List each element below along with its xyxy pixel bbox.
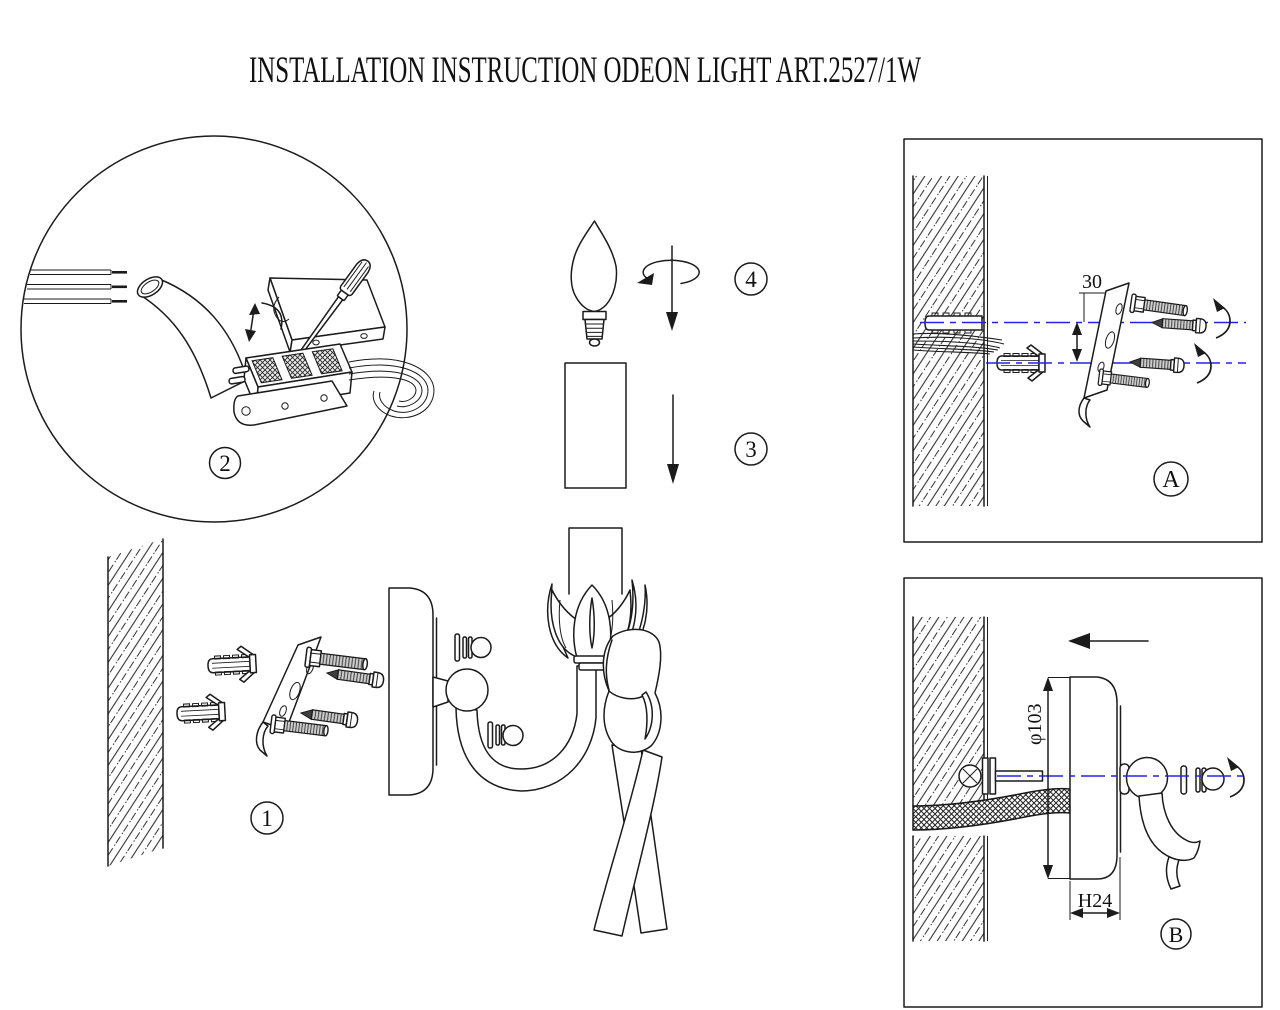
ribbon-bow [593,628,668,937]
backplate-side [1069,676,1122,880]
callout-step2: 2 [208,446,242,480]
step4-number: 4 [745,267,757,292]
lamp-arm [455,665,597,792]
screw-a-upper [1150,314,1208,335]
cover-pivot-arrow [245,302,283,342]
terminal-mounting-plate [233,380,348,426]
arm-neck [432,676,449,708]
terminal-cover [267,277,386,353]
step3-shade: 3 [564,362,768,489]
detail-circle-outline [20,135,408,523]
rotate-arrow-finial [1226,756,1245,798]
callout-step1: 1 [250,801,284,835]
insert-down-arrow [667,394,679,484]
detail-a-letter: A [1162,467,1180,493]
hex-bolt-a-upper [1129,293,1190,321]
callout-detail-b: B [1160,918,1192,950]
wall-anchor-lower [175,692,227,733]
callout-step4: 4 [734,262,768,296]
detail-panel-a: 30 A [903,138,1263,543]
dimension-depth: H24 [1069,857,1121,920]
panel-a-border [903,138,1263,543]
step2-number: 2 [219,451,231,476]
bracket-detail-a [1078,282,1130,428]
screw-a-lower [1128,354,1186,374]
dimension-diameter: φ103 [1024,677,1070,879]
rotate-arrow-a-upper [1212,297,1231,339]
detail-panel-b: φ103 H24 B [903,577,1263,1008]
supply-wires [912,332,1005,355]
mains-wires [24,269,127,304]
panel-b-border [903,577,1263,1008]
fixture-wires [348,358,435,419]
step1-mounting: 1 [107,538,386,867]
dimension-diameter-label: φ103 [1024,703,1046,745]
step4-bulb: 4 [570,220,768,347]
push-left-arrow [1068,633,1149,649]
callout-detail-a: A [1153,461,1189,497]
lamp-arm-tube [136,276,248,399]
screwdriver [300,259,371,352]
callout-step3: 3 [734,432,768,466]
step1-number: 1 [261,806,273,831]
dimension-depth-label: H24 [1078,890,1112,912]
ball-joint [445,668,489,712]
page-title: INSTALLATION INSTRUCTION ODEON LIGHT ART… [249,50,921,91]
wall-lamp-assembly [388,527,668,937]
rotate-insert-arrow [637,245,700,331]
wall-section [107,538,164,867]
dimension-bracket-offset: 30 [1072,271,1106,362]
finial-knob-lower [487,721,524,749]
detail-view-step2: 2 [20,135,435,523]
detail-b-letter: B [1169,922,1184,947]
finial-side [1180,765,1225,795]
backplate-front [388,587,438,796]
arm-side-broken [1138,792,1201,890]
step3-number: 3 [745,437,757,462]
dimension-30-label: 30 [1082,271,1102,293]
finial-knob-upper [454,633,492,662]
glass-shade [564,362,627,489]
wall-anchor-upper [206,644,258,685]
installed-shade [568,527,623,595]
